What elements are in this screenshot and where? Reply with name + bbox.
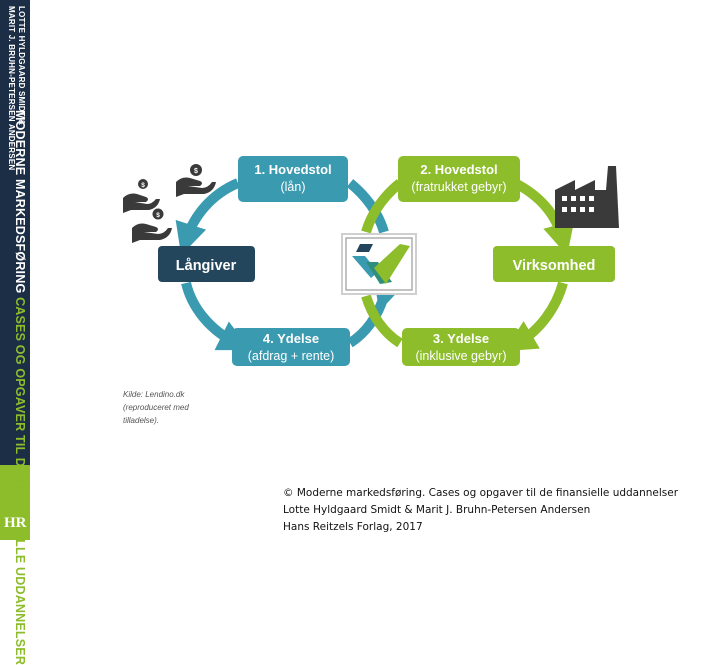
lender-box <box>158 246 255 282</box>
arc-center-top-right <box>361 179 404 234</box>
loan-cycle-diagram: 1. Hovedstol (lån) 2. Hovedstol (fratruk… <box>123 156 619 366</box>
arc-company-bottom <box>504 281 568 352</box>
box2-title: 2. Hovedstol <box>420 162 497 177</box>
company-label: Virksomhed <box>513 258 596 274</box>
copyright-line1: © Moderne markedsføring. Cases og opgave… <box>283 487 679 499</box>
arc-center-bottom-right <box>361 294 403 348</box>
green-cycle-arcs <box>361 178 575 352</box>
source-line2: (reproduceret med <box>123 403 189 412</box>
source-line3: tilladelse). <box>123 416 160 425</box>
arc-lender-bottom <box>181 281 251 351</box>
coin-symbol-1: $ <box>194 168 198 175</box>
copyright-line3: Hans Reitzels Forlag, 2017 <box>283 521 423 533</box>
box1-subtitle: (lån) <box>280 180 305 194</box>
spine-green-band <box>0 465 30 540</box>
arc-center-bottom-left <box>347 276 404 348</box>
box3-title: 3. Ydelse <box>433 331 489 346</box>
coin-symbol-3: $ <box>156 212 160 219</box>
arc-center-top-left <box>346 179 389 234</box>
copyright-block: © Moderne markedsføring. Cases og opgave… <box>283 485 678 536</box>
book-spine: LOTTE HYLDGAARD SMIDT & MARIT J. BRUHN-P… <box>0 0 30 665</box>
box3-subtitle: (inklusive gebyr) <box>415 349 506 363</box>
factory-icon <box>555 166 619 228</box>
publisher-logo: HR <box>4 515 27 531</box>
teal-cycle-arcs <box>175 178 404 351</box>
box-principal-net <box>398 156 520 202</box>
source-note: Kilde: Lendino.dk (reproduceret med till… <box>123 388 189 427</box>
spine-dark-band <box>0 0 30 465</box>
lendino-logo-icon <box>341 233 417 295</box>
box-payment-company <box>402 328 520 366</box>
company-box <box>493 246 615 282</box>
box4-title: 4. Ydelse <box>263 331 319 346</box>
copyright-line2: Lotte Hyldgaard Smidt & Marit J. Bruhn-P… <box>283 504 591 516</box>
box1-title: 1. Hovedstol <box>254 162 331 177</box>
arc-company-top <box>512 178 575 256</box>
coin-symbol-2: $ <box>141 182 145 189</box>
box2-subtitle: (fratrukket gebyr) <box>411 180 506 194</box>
box-payment-lender <box>232 328 350 366</box>
money-hands-icon: $ $ $ <box>123 164 216 243</box>
box4-subtitle: (afdrag + rente) <box>248 349 335 363</box>
arc-lender-top <box>175 178 241 256</box>
box-principal-loan <box>238 156 348 202</box>
lender-label: Långiver <box>176 258 237 274</box>
source-line1: Kilde: Lendino.dk <box>123 390 185 399</box>
